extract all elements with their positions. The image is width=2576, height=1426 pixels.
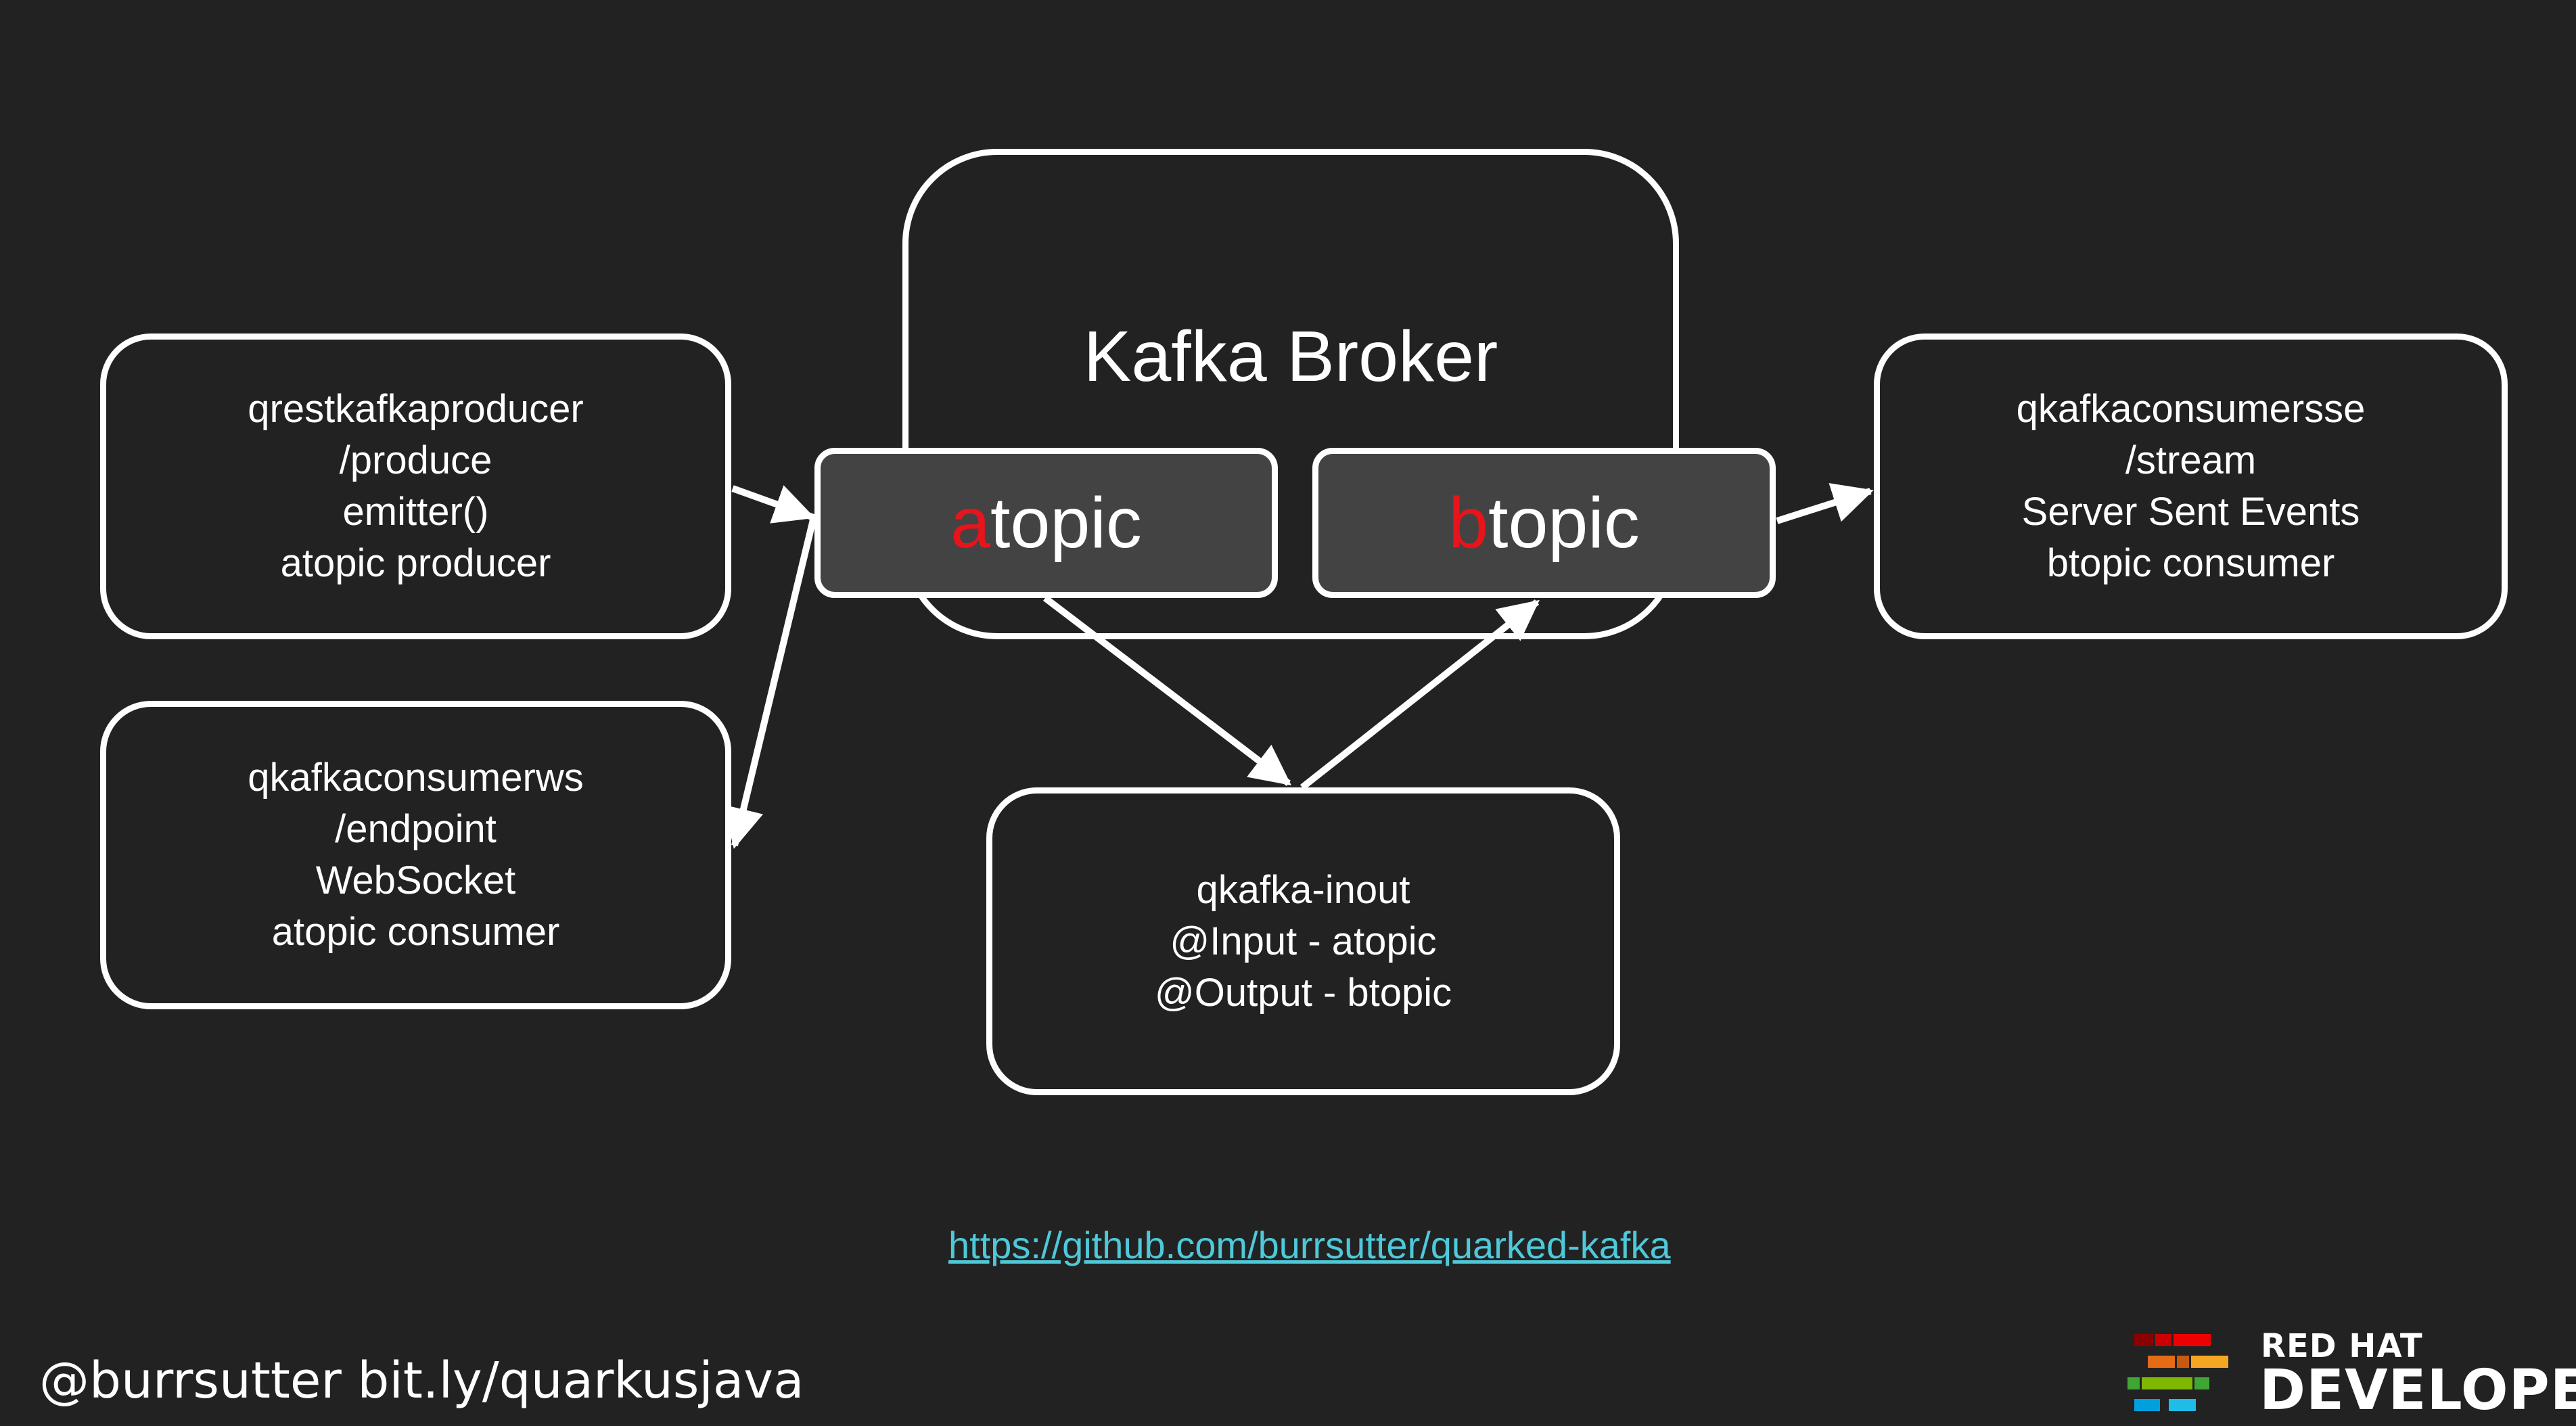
logo-text-developer: DEVELOPER	[2259, 1358, 2576, 1423]
producer-line: atopic producer	[280, 541, 551, 585]
arrow-inout-to-btopic	[1300, 599, 1540, 790]
atopic-highlight: a	[950, 482, 991, 563]
arrow-atopic-to-ws	[723, 513, 818, 849]
footer-handle: @burrsutter bit.ly/quarkusjava	[39, 1352, 804, 1410]
kafka-broker-box: Kafka Broker	[902, 149, 1679, 639]
inout-line: qkafka-inout	[1196, 867, 1410, 912]
btopic-highlight: b	[1448, 482, 1489, 563]
logo-text-red-hat: RED HAT	[2261, 1327, 2423, 1365]
ws-consumer-line: /endpoint	[335, 807, 497, 851]
sse-consumer-line: /stream	[2125, 438, 2257, 482]
arrow-producer-to-atopic	[731, 485, 815, 524]
ws-consumer-line: atopic consumer	[271, 910, 560, 954]
inout-line: @Input - atopic	[1170, 919, 1437, 963]
producer-line: qrestkafkaproducer	[248, 387, 584, 431]
sse-consumer-line: btopic consumer	[2046, 541, 2335, 585]
sse-consumer-line: qkafkaconsumersse	[2016, 387, 2366, 431]
producer-box: qrestkafkaproducer /produce emitter() at…	[100, 334, 731, 639]
inout-box: qkafka-inout @Input - atopic @Output - b…	[986, 787, 1620, 1095]
btopic-rest: topic	[1488, 482, 1640, 563]
arrow-atopic-to-inout	[1042, 595, 1291, 786]
ws-consumer-line: qkafkaconsumerws	[248, 756, 584, 800]
inout-line: @Output - btopic	[1154, 970, 1452, 1015]
producer-line: /produce	[339, 438, 492, 482]
sse-consumer-box: qkafkaconsumersse /stream Server Sent Ev…	[1874, 334, 2508, 639]
red-hat-developer-logo-icon	[2128, 1334, 2228, 1411]
atopic-rest: topic	[990, 482, 1142, 563]
producer-line: emitter()	[342, 490, 489, 534]
sse-consumer-line: Server Sent Events	[2021, 490, 2360, 534]
ws-consumer-line: WebSocket	[315, 858, 516, 902]
kafka-broker-title: Kafka Broker	[1083, 317, 1498, 396]
github-repo-link[interactable]: https://github.com/burrsutter/quarked-ka…	[948, 1224, 1671, 1266]
ws-consumer-box: qkafkaconsumerws /endpoint WebSocket ato…	[100, 701, 731, 1009]
arrow-btopic-to-sse	[1776, 483, 1874, 524]
